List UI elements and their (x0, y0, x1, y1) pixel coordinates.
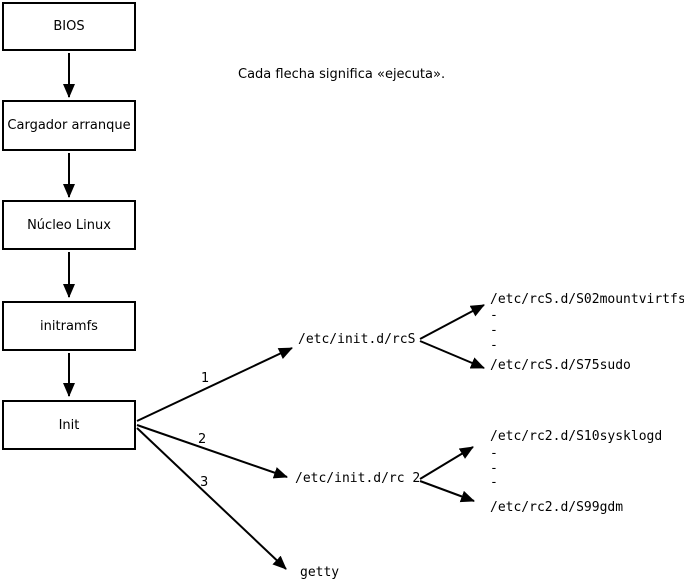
script-rc2-last: /etc/rc2.d/S99gdm (490, 500, 624, 515)
script-rc2-first: /etc/rc2.d/S10sysklogd (490, 429, 663, 444)
arrow-rc2-to-last-script (419, 480, 475, 503)
flow-box-kernel: Núcleo Linux (2, 200, 136, 250)
arrow-init-to-rcS (136, 347, 293, 422)
flow-box-bios: BIOS (2, 2, 136, 51)
script-rcS-first: /etc/rcS.d/S02mountvirtfs (490, 292, 684, 307)
arrow-init-to-rc2 (136, 424, 288, 479)
flow-box-initramfs: initramfs (2, 301, 136, 351)
arrow-rcS-to-last-script (419, 340, 485, 369)
arrow-rc2-to-first-script (419, 446, 474, 480)
script-rc2-ellipsis-dash: - (490, 475, 498, 490)
arrow-init-to-getty (136, 427, 287, 570)
script-rcS-ellipsis-dash: - (490, 308, 498, 323)
flow-box-bootloader: Cargador arranque (2, 100, 136, 151)
target-init-d-rcS: /etc/init.d/rcS (298, 332, 416, 347)
target-init-d-rc2: /etc/init.d/rc 2 (295, 471, 421, 486)
script-rcS-last: /etc/rcS.d/S75sudo (490, 358, 631, 373)
arrow-rcS-to-first-script (419, 304, 485, 340)
target-getty: getty (300, 565, 340, 580)
script-rc2-ellipsis-dash: - (490, 461, 498, 476)
script-rcS-ellipsis-dash: - (490, 323, 498, 338)
arrow-label-2: 2 (198, 432, 207, 447)
script-rc2-ellipsis-dash: - (490, 446, 498, 461)
arrow-label-3: 3 (200, 475, 209, 490)
flow-box-init: Init (2, 400, 136, 450)
script-rcS-ellipsis-dash: - (490, 338, 498, 353)
arrow-label-1: 1 (201, 371, 210, 386)
arrow-meaning-note: Cada flecha significa «ejecuta». (238, 67, 446, 82)
